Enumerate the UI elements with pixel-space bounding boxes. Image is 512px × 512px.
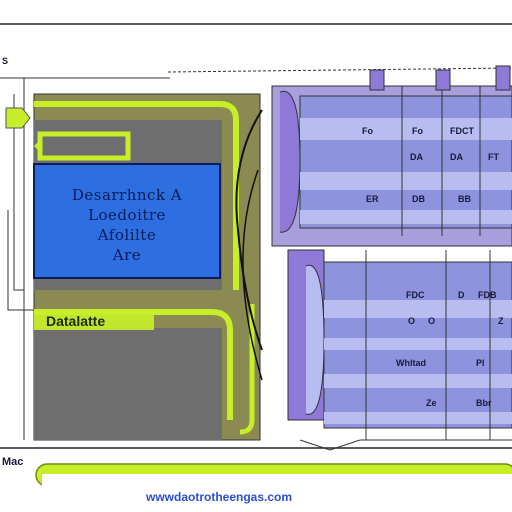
blue-box-line-2: Loedoitre	[88, 206, 166, 224]
right-side-wire	[299, 439, 512, 451]
bottom-row2-2: O	[428, 316, 436, 326]
top-table-band-3	[300, 210, 512, 224]
black-curve-1	[235, 109, 263, 351]
left-panel-lower-grey	[34, 328, 222, 440]
upper-yellow-curve	[34, 101, 239, 290]
top-row2-3: FT	[488, 152, 499, 162]
bottom-header-2: D	[458, 290, 465, 300]
bottom-table-band-4	[324, 412, 512, 424]
top-header-2: Fo	[412, 126, 423, 136]
bottom-row4-2: Bbr	[476, 398, 492, 408]
bottom-white-gap	[42, 474, 512, 488]
top-row2-1: DA	[410, 152, 423, 162]
left-wire	[7, 94, 34, 311]
top-connector-b	[435, 69, 451, 91]
bottom-table-band-2	[324, 338, 512, 350]
dashed-connector	[167, 67, 512, 73]
bottom-table-band-1	[324, 300, 512, 318]
right-yellow-curve	[239, 304, 255, 435]
bottom-row4-1: Ze	[426, 398, 437, 408]
top-table-band-1	[300, 118, 512, 140]
top-header-1: Fo	[362, 126, 373, 136]
bottom-row3-2: Pl	[476, 358, 485, 368]
bottom-table-cylinder-left	[305, 264, 325, 415]
top-row3-3: BB	[458, 194, 471, 204]
black-curve-2	[242, 169, 263, 381]
blue-box-line-1: Desarrhnck A	[71, 186, 183, 204]
upper-bracket-arrow	[34, 140, 40, 152]
green-label-band	[34, 312, 154, 330]
bottom-row2-3: Z	[498, 316, 504, 326]
top-table-band-2	[300, 172, 512, 190]
bottom-header-1: FDC	[406, 290, 425, 300]
blue-box-line-4: Are	[112, 246, 142, 264]
top-header-3: FDCT	[450, 126, 474, 136]
left-mark: Mac	[2, 456, 24, 468]
top-row3-1: ER	[366, 194, 379, 204]
top-connector-a	[369, 69, 385, 91]
bottom-row3-1: Whltad	[396, 358, 426, 368]
top-row2-2: DA	[450, 152, 463, 162]
top-left-mark: S	[2, 56, 9, 66]
left-yellow-connector	[5, 107, 31, 129]
lower-yellow-curve	[34, 309, 233, 420]
blue-box	[33, 163, 221, 279]
bottom-header-3: FDB	[478, 290, 497, 300]
top-connector-c	[495, 65, 511, 91]
blue-box-line-3: Afolilte	[97, 226, 157, 244]
bottom-table-band-3	[324, 374, 512, 388]
top-row3-2: DB	[412, 194, 425, 204]
bottom-row2-1: O	[408, 316, 416, 326]
green-label-text: Datalatte	[46, 313, 106, 329]
footer-url[interactable]: wwwdaotrotheengas.com	[146, 490, 293, 504]
